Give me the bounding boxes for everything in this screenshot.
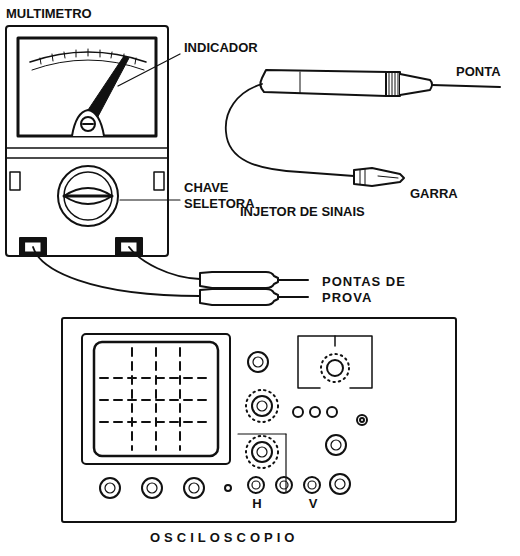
control-label: H [250,496,264,512]
part-name: PONTA [456,64,516,80]
title-label: MULTIMETRO [6,6,146,22]
part-name: PONTAS DE PROVA [322,274,412,307]
title-label: OSCILOSCOPIO [150,530,380,546]
signal-injector [226,70,500,186]
part-name: INJETOR DE SINAIS [240,204,410,220]
leader-line [120,199,180,200]
control-label: V [306,496,320,512]
part-name: INDICADOR [184,40,294,56]
part-name: GARRA [410,186,480,202]
multimeter [6,26,308,305]
leader-line [118,54,180,86]
oscilloscope [62,318,456,522]
